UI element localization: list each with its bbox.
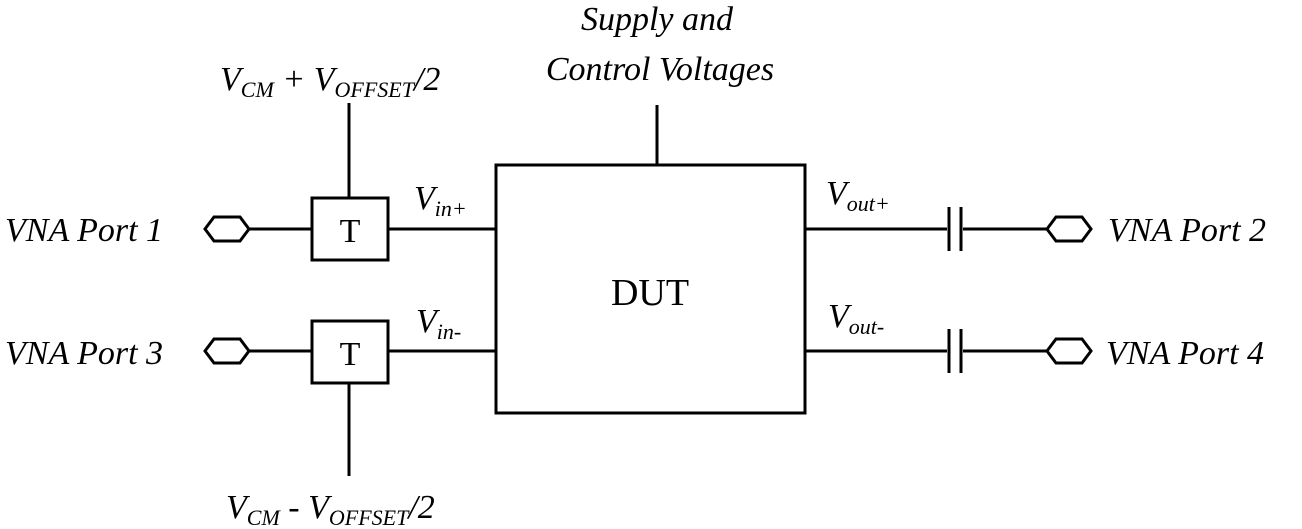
vna-port-1-label: VNA Port 1 [5,212,163,249]
bias-top-mid: + V [274,61,339,98]
bias-tee-bottom-label: T [340,336,361,373]
bias-top-tail: /2 [412,61,440,98]
vna-port-4-label: VNA Port 4 [1106,335,1264,372]
supply-label-line1: Supply and [581,1,734,38]
vna-port-3-connector [203,337,251,365]
bias-top-label: VCM + VOFFSET/2 [220,61,440,102]
vin-minus-label: Vin- [416,303,461,344]
dut-block [494,163,807,415]
bias-top-sub-cm: CM [241,77,276,102]
dut-label: DUT [611,272,689,314]
vna-port-1-connector [203,215,251,243]
bias-tee-top-label: T [340,213,361,250]
vna-port-3-label: VNA Port 3 [5,335,163,372]
vout-minus-sub: out- [849,314,884,339]
vin-plus-sub: in+ [435,196,467,221]
bias-top-sub-offset: OFFSET [335,77,416,102]
bias-bottom-sub-offset: OFFSET [329,505,410,529]
bias-bottom-mid: - V [280,489,333,526]
bias-bottom-sub-cm: CM [247,505,282,529]
vna-port-4-connector [1045,337,1093,365]
bias-bottom-label: VCM - VOFFSET/2 [226,489,435,529]
supply-label-line2: Control Voltages [546,51,774,88]
vin-minus-sub: in- [437,319,461,344]
vna-port-2-label: VNA Port 2 [1108,212,1266,249]
vin-plus-label: Vin+ [414,180,467,221]
vout-plus-label: Vout+ [826,175,890,216]
bias-bottom-tail: /2 [406,489,434,526]
vout-plus-sub: out+ [847,191,890,216]
vna-port-2-connector [1045,215,1093,243]
vout-minus-label: Vout- [828,298,884,339]
